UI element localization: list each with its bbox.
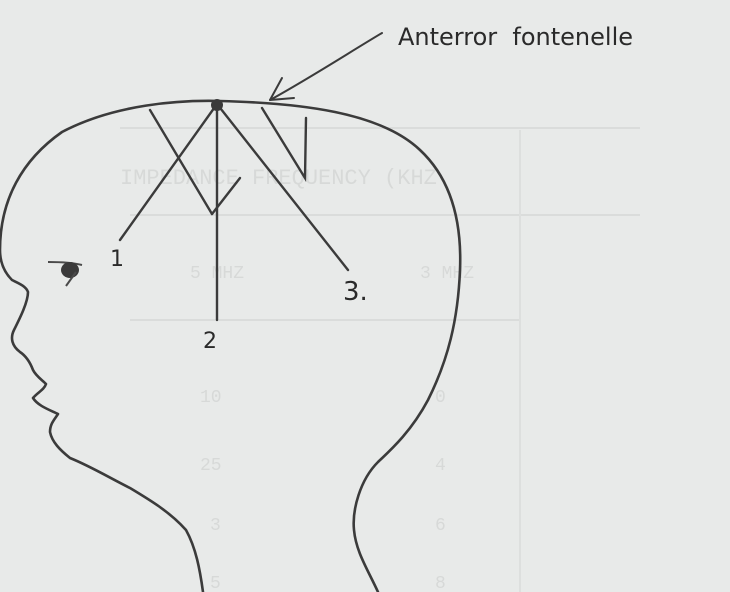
bleed-through-table: IMPEDANCE FREQUENCY (KHZ 5 MHZ 3 MHZ 10 …: [120, 128, 640, 592]
bleed-row-3-a: 3: [210, 516, 221, 536]
bleed-row-4-a: 5: [210, 574, 221, 592]
bleed-col-b: 3 MHZ: [420, 264, 474, 284]
bleed-row-1-a: 10: [200, 388, 222, 408]
bleed-row-2-b: 4: [435, 456, 446, 476]
scan-label-2: 2: [203, 329, 217, 354]
scan-label-1: 1: [110, 247, 124, 272]
eye: [48, 262, 82, 286]
annotation-arrow: [270, 33, 382, 100]
bleed-row-2-a: 25: [200, 456, 222, 476]
anterior-fontanelle-label: Anterror fontenelle: [398, 23, 633, 51]
scan-label-3: 3.: [343, 277, 368, 307]
bleed-row-4-b: 8: [435, 574, 446, 592]
bleed-row-1-b: 0: [435, 388, 446, 408]
fontanelle-point: [211, 99, 223, 111]
bleed-row-3-b: 6: [435, 516, 446, 536]
bleed-heading: IMPEDANCE FREQUENCY (KHZ: [120, 166, 437, 191]
scan-lines: [120, 104, 348, 320]
